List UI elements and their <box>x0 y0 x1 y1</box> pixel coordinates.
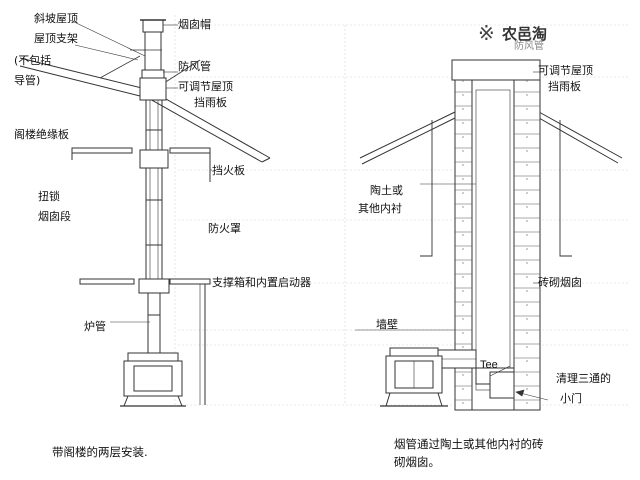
left-installation <box>19 19 271 407</box>
label-chimney-cap: 烟囱帽 <box>178 18 211 31</box>
label-firestop: 挡火板 <box>212 164 245 177</box>
right-leader-lines <box>420 71 549 401</box>
label-clay-liner-1: 陶土或 <box>370 184 403 197</box>
label-sloped-roof: 斜坡屋顶 <box>34 12 78 25</box>
right-tee-connector <box>435 349 515 399</box>
label-guide-pipe: 导管) <box>14 74 41 87</box>
label-right-adjustable-flashing-1: 可调节屋顶 <box>538 64 593 77</box>
left-attic-floor <box>71 147 211 182</box>
label-chimney-section: 烟囱段 <box>38 210 71 223</box>
label-support-box: 支撑箱和内置启动器 <box>212 276 311 289</box>
label-brick-chimney: 砖砌烟囱 <box>538 276 582 289</box>
label-adjustable-flashing-1: 可调节屋顶 <box>178 80 233 93</box>
label-cleanout-2: 小门 <box>560 392 582 405</box>
label-roof-support: 屋顶支架 <box>34 32 78 45</box>
guide-lines <box>170 15 630 406</box>
left-stove <box>120 352 186 407</box>
caption-right-line-2: 砌烟囱。 <box>394 455 440 469</box>
label-adjustable-flashing-2: 挡雨板 <box>194 96 227 109</box>
caption-right-line-1: 烟管通过陶土或其他内衬的砖 <box>394 437 544 451</box>
right-installation <box>355 59 623 411</box>
label-cleanout-1: 清理三通的 <box>556 372 611 385</box>
left-leader-lines <box>69 19 212 323</box>
label-wall: 墙壁 <box>376 318 398 331</box>
label-storm-collar: 防风管 <box>178 60 211 73</box>
label-twist-lock: 扭锁 <box>38 190 60 203</box>
right-roof <box>359 111 623 257</box>
label-storm-collar-faded: 防风管 <box>514 41 544 52</box>
logo-text: 农邑淘 <box>502 25 548 43</box>
right-brick-chimney <box>451 59 541 411</box>
label-stove-pipe: 炉管 <box>84 320 106 333</box>
label-tee: Tee <box>480 359 498 371</box>
label-fire-shield: 防火罩 <box>208 222 241 235</box>
label-not-including: (不包括 <box>14 54 52 67</box>
label-right-adjustable-flashing-2: 挡雨板 <box>548 80 581 93</box>
right-stove <box>380 347 448 407</box>
watermark-logo: ※ 农邑淘 <box>478 22 590 46</box>
logo-mark-icon: ※ <box>478 21 495 45</box>
caption-left: 带阁楼的两层安装. <box>52 445 148 459</box>
label-attic-insulation: 阁楼绝缘板 <box>14 128 69 141</box>
label-clay-liner-2: 其他内衬 <box>358 202 402 215</box>
left-ceiling <box>79 278 211 405</box>
left-chimney-pipe <box>138 19 170 354</box>
